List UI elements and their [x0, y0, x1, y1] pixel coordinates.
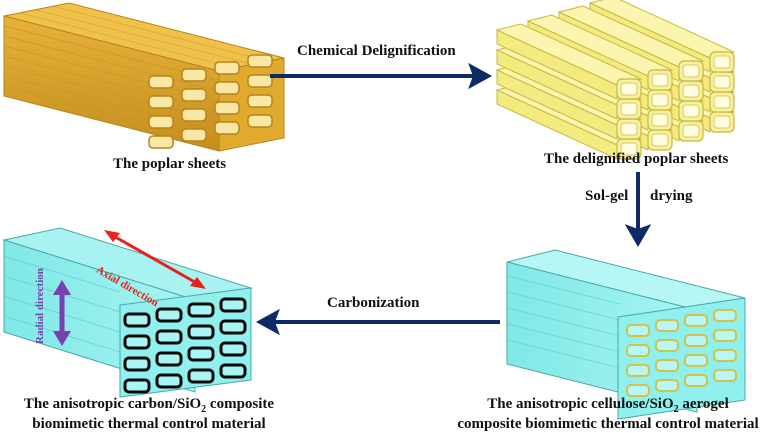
channel-cell	[713, 309, 737, 322]
label-chemical-delignification: Chemical Delignification	[297, 43, 456, 59]
channel-cell	[123, 356, 151, 372]
channel-cell	[214, 81, 240, 95]
channel-cell	[655, 379, 679, 392]
fiber-tube-top	[557, 5, 705, 68]
channel-cell	[626, 324, 650, 337]
channel-cell	[655, 319, 679, 332]
caption-delignified: The delignified poplar sheets	[544, 151, 729, 167]
channel-cell	[684, 354, 708, 367]
channel-cell	[155, 351, 183, 367]
caption-aerogel-line2: composite biomimetic thermal control mat…	[457, 415, 759, 432]
channel-cell	[713, 369, 737, 382]
channel-cell	[713, 349, 737, 362]
fiber-tube-hole	[620, 82, 638, 96]
label-sol-gel: Sol-gel	[585, 188, 629, 204]
channel-cell	[655, 339, 679, 352]
channel-cell	[655, 359, 679, 372]
channel-cell	[148, 75, 174, 89]
fiber-tube-hole	[651, 133, 669, 147]
fiber-tube-hole	[713, 95, 731, 109]
channel-cell	[684, 314, 708, 327]
fiber-tube-top	[526, 14, 674, 77]
label-drying: drying	[650, 188, 693, 204]
radial-direction-arrow	[53, 280, 71, 346]
channel-cell	[684, 374, 708, 387]
channel-cell	[148, 95, 174, 109]
fiber-tube-hole	[651, 93, 669, 107]
channel-cell	[214, 121, 240, 135]
arrow-sol-gel-drying	[624, 172, 652, 247]
channel-cell	[181, 88, 207, 102]
channel-cell	[713, 329, 737, 342]
axial-direction-arrow	[104, 230, 206, 289]
channel-cell	[219, 297, 247, 313]
fiber-tube-hole	[682, 64, 700, 78]
carbon-channels	[123, 297, 247, 394]
poplar-block	[3, 2, 285, 152]
label-carbonization: Carbonization	[327, 295, 420, 311]
channel-cell	[155, 307, 183, 323]
channel-cell	[214, 61, 240, 75]
fiber-tube-hole	[682, 84, 700, 98]
channel-cell	[247, 74, 273, 88]
fiber-tube-top	[495, 23, 643, 86]
radial-direction-label: Radial direction	[34, 268, 46, 344]
caption-poplar: The poplar sheets	[113, 156, 227, 172]
delignified-block	[495, 0, 736, 160]
fiber-tube-hole	[682, 124, 700, 138]
channel-cell	[187, 346, 215, 362]
channel-cell	[219, 341, 247, 357]
channel-cell	[148, 115, 174, 129]
aerogel-channels	[626, 309, 737, 397]
fiber-tube-hole	[713, 115, 731, 129]
caption-aerogel: The anisotropic cellulose/SiO2 aerogel c…	[455, 396, 761, 433]
fiber-tube-top	[588, 0, 736, 59]
arrow-carbonization	[255, 308, 500, 336]
channel-cell	[181, 108, 207, 122]
fiber-tube-hole	[651, 73, 669, 87]
fiber-tube-hole	[713, 75, 731, 89]
aerogel-block	[506, 249, 746, 420]
channel-cell	[247, 114, 273, 128]
channel-cell	[187, 302, 215, 318]
channel-cell	[219, 319, 247, 335]
caption-carbon-line2: biomimetic thermal control material	[32, 415, 266, 432]
fiber-tube-hole	[620, 122, 638, 136]
channel-cell	[123, 378, 151, 394]
channel-cell	[155, 373, 183, 389]
poplar-channels	[148, 54, 273, 149]
channel-cell	[187, 368, 215, 384]
fiber-tube-hole	[713, 55, 731, 69]
channel-cell	[148, 135, 174, 149]
channel-cell	[626, 384, 650, 397]
caption-aerogel-line1: The anisotropic cellulose/SiO2 aerogel	[487, 396, 729, 415]
channel-cell	[219, 363, 247, 379]
fiber-tube-hole	[651, 113, 669, 127]
channel-cell	[181, 68, 207, 82]
channel-cell	[684, 334, 708, 347]
arrow-delignification	[270, 62, 493, 90]
channel-cell	[247, 54, 273, 68]
channel-cell	[181, 128, 207, 142]
fiber-tube-hole	[620, 142, 638, 156]
caption-carbon: The anisotropic carbon/SiO2 composite bi…	[14, 396, 284, 433]
fiber-tube-hole	[682, 104, 700, 118]
channel-cell	[214, 101, 240, 115]
channel-cell	[123, 312, 151, 328]
channel-cell	[187, 324, 215, 340]
channel-cell	[155, 329, 183, 345]
carbon-front-face	[119, 287, 252, 398]
channel-cell	[123, 334, 151, 350]
channel-cell	[626, 364, 650, 377]
caption-carbon-line1: The anisotropic carbon/SiO2 composite	[23, 396, 275, 415]
fiber-tube-hole	[620, 102, 638, 116]
channel-cell	[247, 94, 273, 108]
channel-cell	[626, 344, 650, 357]
